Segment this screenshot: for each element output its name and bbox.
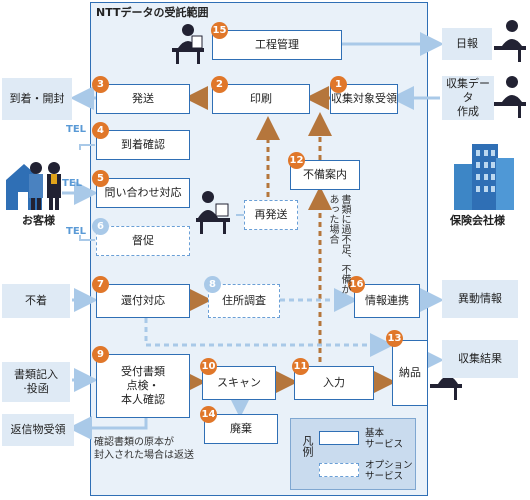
collect-result-box: 収集結果 [442,340,518,378]
step-9-line2: 点検・ [126,379,160,393]
step-2-box: 印刷 [212,84,310,114]
operator-icon-top [172,24,204,64]
step-3-box: 発送 [96,84,190,114]
step-4-badge: 4 [92,122,109,139]
legend-option-label: オプション サービス [365,460,413,483]
legend-option-line1: オプション [365,460,413,471]
insurer-building-icon [454,144,514,210]
return-received-box: 返信物受領 [2,414,74,446]
data-creation-line1: 収集データ [446,77,490,105]
step-13-badge: 13 [386,330,403,347]
step-8-badge: 8 [204,276,221,293]
data-creation-box: 収集データ 作成 [442,76,494,120]
legend-title: 凡例 [301,435,314,457]
step-5-badge: 5 [92,170,109,187]
client-person-icon-report [494,20,526,62]
entry-line1: 書類記入 [14,368,58,382]
step-6-box: 督促 [96,226,190,256]
step-4-box: 到着確認 [96,130,190,160]
undelivered-box: 不着 [2,284,70,318]
change-info-box: 異動情報 [442,280,518,318]
step-16-box: 情報連携 [354,284,420,318]
step-15-badge: 15 [211,22,228,39]
scope-title: NTTデータの受託範囲 [96,6,209,19]
original-return-line1: 確認書類の原本が [94,437,174,448]
arrival-box: 到着・開封 [2,78,72,120]
step-7-badge: 7 [92,276,109,293]
original-return-note: 確認書類の原本が 封入された場合は返送 [94,436,194,462]
legend-basic-swatch [319,431,359,445]
entry-line2: ·投函 [23,382,49,395]
step-14-badge: 14 [200,406,217,423]
step-11-badge: 11 [292,358,309,375]
step-8-box: 住所調査 [208,284,280,318]
step-9-line3: 本人確認 [121,392,165,406]
customer-house-icon [6,162,61,210]
step-15-box: 工程管理 [212,30,342,60]
customer-label: お客様 [22,214,55,227]
operator-icon-resend [196,191,230,234]
step-3-badge: 3 [92,76,109,93]
tel-label-3: TEL [66,226,87,237]
entry-box: 書類記入 ·投函 [2,362,70,402]
legend-option-swatch [319,463,359,477]
step-14-box: 廃棄 [204,414,278,444]
step-9-badge: 9 [92,346,109,363]
step-7-box: 還付対応 [96,284,190,318]
data-creation-line2: 作成 [457,104,479,118]
step-1-badge: 1 [330,76,347,93]
step-9-box: 受付書類 点検・ 本人確認 [96,354,190,418]
insurer-label: 保険会社様 [450,214,505,227]
resend-box: 再発送 [244,200,298,230]
step-12-badge: 12 [288,152,305,169]
step-16-badge: 16 [348,276,365,293]
legend-basic-label: 基本 サービス [365,428,404,451]
incomplete-note: 書類に過不足、不備があった場合 [327,194,350,294]
legend: 凡例 基本 サービス オプション サービス [290,418,416,490]
legend-option-line2: サービス [365,470,404,482]
step-5-box: 問い合わせ対応 [96,178,190,208]
original-return-line2: 封入された場合は返送 [94,450,194,461]
tel-label-2: TEL [62,178,83,189]
tel-label-1: TEL [66,124,87,135]
step-1-box: 収集対象受領 [330,84,398,114]
step-13-box: 納品 [392,340,428,406]
legend-basic-line2: サービス [365,438,404,450]
client-person-icon-data [494,76,526,118]
step-6-badge: 6 [92,218,109,235]
step-2-badge: 2 [211,76,228,93]
daily-report-box: 日報 [442,28,492,60]
step-10-badge: 10 [200,358,217,375]
step-9-line1: 受付書類 [121,365,165,379]
legend-basic-line1: 基本 [365,428,385,439]
